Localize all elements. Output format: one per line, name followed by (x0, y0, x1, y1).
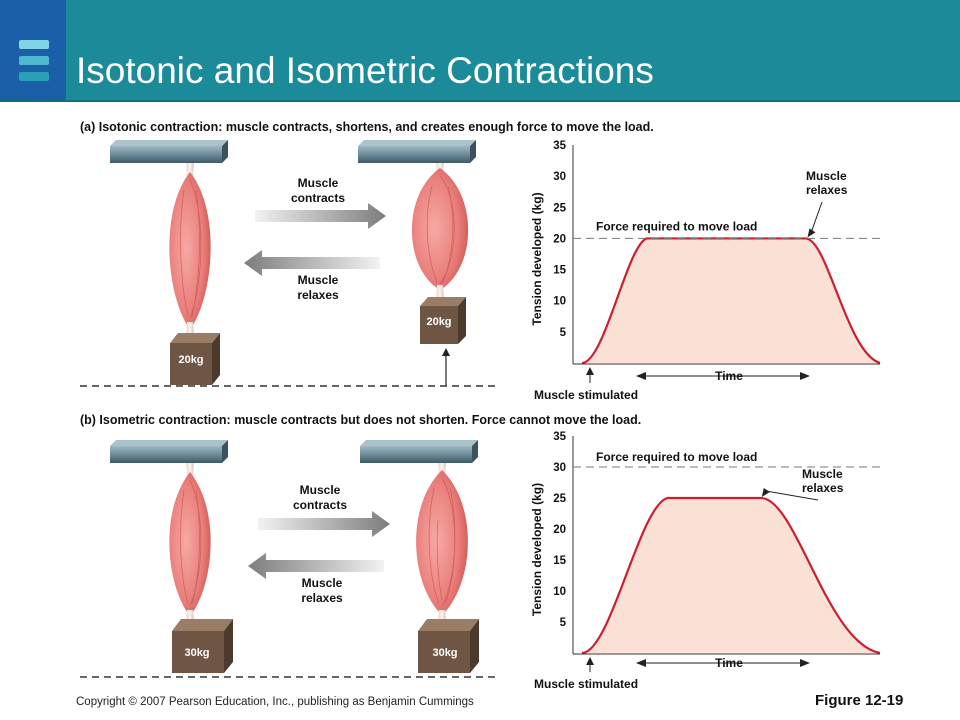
stimulus-pointer-head (586, 367, 594, 375)
x-axis-label: Time (715, 656, 743, 670)
time-arrow-right-head (800, 372, 810, 380)
caption-isotonic-bold: (a) Isotonic contraction: (80, 120, 223, 134)
relax-annotation-line2: relaxes (806, 183, 848, 197)
relax-pointer-head (807, 228, 816, 238)
tension-curve (581, 237, 881, 365)
y-tick-label: 25 (553, 202, 566, 214)
contract-label-b-line2: contracts (293, 498, 347, 512)
caption-isometric: (b) Isometric contraction: muscle contra… (80, 413, 641, 427)
ceiling-bar-b-left (110, 440, 228, 463)
y-tick-label: 15 (553, 265, 566, 277)
relax-pointer-head (761, 488, 770, 497)
caption-isotonic: (a) Isotonic contraction: muscle contrac… (80, 120, 654, 134)
relax-arrow-b (248, 553, 384, 579)
caption-isotonic-rest: muscle contracts, shortens, and creates … (222, 120, 654, 134)
x-axis-label: Time (715, 369, 743, 383)
load-block-b-left: 30kg (172, 619, 233, 673)
ceiling-bar-b-right (360, 440, 478, 463)
lift-arrow-a (442, 348, 450, 386)
logo-bar-bottom (19, 72, 49, 81)
figure-number: Figure 12-19 (815, 692, 904, 709)
threshold-label: Force required to move load (596, 219, 757, 233)
y-tick-label: 20 (553, 233, 566, 245)
y-tick-label: 15 (553, 555, 566, 567)
relax-label-a-line2: relaxes (297, 288, 339, 302)
load-block-b-right: 30kg (418, 619, 479, 673)
caption-isometric-rest: muscle contracts but does not shorten. F… (230, 413, 642, 427)
y-tick-label: 35 (553, 140, 566, 152)
time-arrow-left-head (636, 659, 646, 667)
y-axis-label: Tension developed (kg) (530, 483, 544, 616)
panel-a-illustration: 20kg 20kg Muscle contracts (80, 140, 495, 387)
load-block-a-left: 20kg (170, 333, 220, 385)
stimulus-label: Muscle stimulated (534, 388, 638, 402)
tension-area (582, 238, 880, 363)
threshold-label: Force required to move load (596, 450, 757, 464)
ceiling-bar-a-left (110, 140, 228, 163)
relax-annotation-line2: relaxes (802, 481, 844, 495)
time-arrow-left-head (636, 372, 646, 380)
stimulus-label: Muscle stimulated (534, 677, 638, 691)
load-label-b-left: 30kg (184, 647, 209, 659)
relax-pointer (765, 490, 819, 501)
caption-isometric-bold: (b) Isometric contraction: (80, 413, 231, 427)
muscle-contracted-a (411, 163, 469, 298)
relax-arrow-a (244, 250, 380, 276)
load-label-a-left: 20kg (178, 354, 203, 366)
y-tick-label: 5 (560, 617, 567, 629)
y-axis-label: Tension developed (kg) (530, 192, 544, 325)
y-tick-label: 10 (553, 296, 566, 308)
contract-arrow-b (258, 511, 390, 537)
contract-arrow-a (255, 203, 386, 229)
load-label-b-right: 30kg (432, 647, 457, 659)
y-tick-label: 10 (553, 586, 566, 598)
relax-annotation-line1: Muscle (806, 169, 847, 183)
y-tick-label: 20 (553, 524, 566, 536)
logo-bar-middle (19, 56, 49, 65)
load-label-a-right: 20kg (426, 316, 451, 328)
muscle-relaxed-a (169, 163, 211, 334)
copyright-text: Copyright © 2007 Pearson Education, Inc.… (76, 696, 474, 708)
relax-label-a-line1: Muscle (298, 273, 339, 287)
y-tick-label: 25 (553, 493, 566, 505)
tension-area (582, 498, 880, 653)
stimulus-pointer-head (586, 657, 594, 665)
page-title: Isotonic and Isometric Contractions (76, 50, 654, 91)
y-tick-label: 30 (553, 171, 566, 183)
contract-label-a-line1: Muscle (298, 176, 339, 190)
ceiling-bar-a-right (358, 140, 476, 163)
relax-label-b-line2: relaxes (301, 591, 343, 605)
panel-b-illustration: 30kg 30kg Muscle contracts Muscle rel (80, 440, 495, 678)
slide-header: Isotonic and Isometric Contractions (0, 0, 960, 102)
tension-curve (581, 496, 881, 655)
muscle-relaxed-b (169, 463, 211, 620)
load-block-a-right: 20kg (420, 297, 466, 344)
y-tick-label: 5 (560, 327, 567, 339)
relax-pointer (811, 201, 823, 232)
relax-label-b-line1: Muscle (302, 576, 343, 590)
time-arrow-right-head (800, 659, 810, 667)
contract-label-a-line2: contracts (291, 191, 345, 205)
contract-label-b-line1: Muscle (300, 483, 341, 497)
logo-bar-top (19, 40, 49, 49)
muscle-contracted-b (416, 463, 468, 620)
relax-annotation-line1: Muscle (802, 467, 843, 481)
y-tick-label: 35 (553, 431, 566, 443)
menu-icon (0, 0, 66, 100)
y-tick-label: 30 (553, 462, 566, 474)
